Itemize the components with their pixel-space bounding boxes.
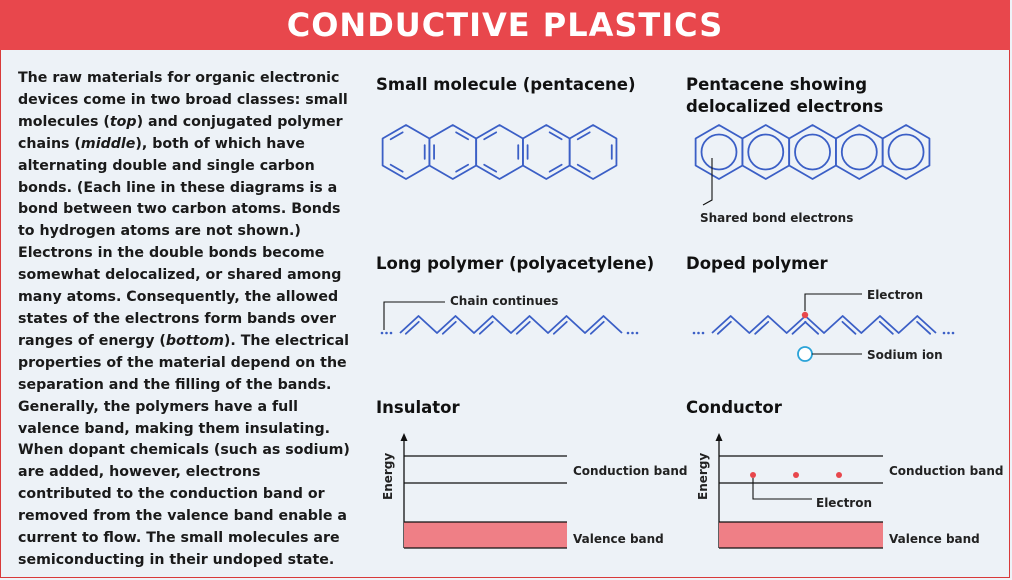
doped-left-continuation-dot-1: [692, 331, 696, 335]
page-title: CONDUCTIVE PLASTICS: [286, 6, 724, 44]
pentacene-ring-5: [568, 124, 618, 180]
polyacetylene-double-bond-11: [589, 320, 605, 335]
conductor-title: Conductor: [686, 398, 782, 417]
doped-right-continuation-dot-3: [951, 331, 955, 335]
conductor-valence-band: [719, 522, 883, 548]
polyacetylene-double-bond-7: [515, 320, 531, 335]
polyacetylene-left-continuation-dot-2: [385, 331, 388, 335]
doped-polymer-backbone: [711, 315, 937, 334]
conductor-energy-axis-label: Energy: [696, 452, 710, 500]
sodium-ion-label: Sodium ion: [867, 348, 943, 362]
intro-text-part-1: The raw materials for organic electronic…: [18, 70, 348, 130]
chain-continues-label: Chain continues: [450, 294, 559, 308]
intro-emphasis-middle: middle: [80, 135, 136, 152]
delocalized-ring-5: [881, 124, 931, 180]
conductor-electron-2: [793, 472, 799, 478]
pentacene-double-bond-2-2: [455, 163, 470, 173]
title-banner: CONDUCTIVE PLASTICS: [0, 0, 1010, 50]
insulator-title: Insulator: [376, 398, 460, 417]
doped-polymer-double-bond-10: [878, 320, 894, 335]
chain-continues-leader: [383, 301, 445, 330]
delocalized-title-line1: Pentacene showing: [686, 75, 868, 94]
delocalized-title-line2: delocalized electrons: [686, 97, 884, 116]
conductor-electron-leader: [752, 478, 812, 500]
doped-left-continuation-dot-3: [701, 331, 705, 335]
pentacene-double-bond-3-1: [483, 131, 498, 141]
long-polymer-title: Long polymer (polyacetylene): [376, 254, 655, 273]
insulator-valence-band-label: Valence band: [573, 532, 664, 546]
doped-electron-dot: [801, 311, 809, 319]
delocalized-electron-circle-3: [794, 133, 831, 171]
pentacene-double-bond-4-3: [548, 131, 563, 141]
conductor-axis-arrowhead: [715, 433, 723, 441]
intro-text-part-2: ) and conjugated polymer chains (: [18, 113, 343, 152]
delocalized-electron-circle-4: [840, 133, 878, 171]
insulator-valence-band: [404, 522, 567, 548]
polyacetylene-right-continuation-dot-1: [626, 331, 630, 335]
doped-right-continuation-dot-1: [942, 331, 946, 335]
intro-text: The raw materials for organic electronic…: [18, 68, 358, 572]
conductor-electron-label: Electron: [816, 496, 873, 510]
pentacene-double-bond-5-1: [576, 131, 591, 141]
polyacetylene-backbone: [399, 315, 623, 334]
insulator-conduction-band-label: Conduction band: [573, 464, 688, 478]
intro-text-part-3: ), both of which have alternating double…: [18, 135, 342, 349]
intro-text-part-4: ). The electrical properties of the mate…: [18, 332, 350, 568]
doped-right-continuation-dot-2: [947, 331, 950, 335]
polyacetylene-double-bond-1: [404, 320, 420, 335]
polyacetylene-double-bond-5: [478, 320, 494, 335]
doped-polymer-double-bond-6: [804, 320, 820, 335]
doped-polymer-double-bond-3: [754, 320, 770, 335]
polyacetylene-left-continuation-dot-3: [389, 331, 393, 335]
polyacetylene-double-bond-3: [441, 320, 457, 335]
doped-polymer-double-bond-12: [916, 320, 932, 335]
shared-bond-electrons-label: Shared bond electrons: [700, 211, 854, 225]
pentacene-double-bond-2-3: [455, 131, 470, 141]
doped-left-continuation-dot-2: [697, 331, 700, 335]
pentacene-double-bond-4-2: [548, 163, 563, 173]
polyacetylene-right-continuation-dot-3: [635, 331, 639, 335]
shared-bond-electrons-leader: [702, 158, 713, 206]
pentacene-double-bond-1-2: [389, 163, 404, 173]
intro-emphasis-top: top: [109, 113, 137, 130]
conductor-valence-band-label: Valence band: [889, 532, 980, 546]
delocalized-electron-circle-2: [747, 133, 785, 171]
conductor-conduction-band-label: Conduction band: [889, 464, 1004, 478]
doped-polymer-double-bond-1: [716, 320, 732, 335]
pentacene-double-bond-5-2: [576, 163, 591, 173]
polyacetylene-left-continuation-dot-1: [380, 331, 384, 335]
small-molecule-title: Small molecule (pentacene): [376, 75, 636, 94]
conductor-electron-3: [836, 472, 842, 478]
conductor-electron-1: [750, 472, 756, 478]
doped-polymer-double-bond-5: [791, 320, 807, 335]
doped-electron-label: Electron: [867, 288, 924, 302]
delocalized-electron-circle-1: [700, 133, 738, 171]
doped-electron-leader: [804, 293, 862, 311]
polyacetylene-double-bond-9: [552, 320, 568, 335]
polyacetylene-right-continuation-dot-2: [631, 331, 634, 335]
doped-polymer-double-bond-8: [841, 320, 857, 335]
intro-emphasis-bottom: bottom: [165, 332, 224, 349]
doped-polymer-title: Doped polymer: [686, 254, 828, 273]
pentacene-double-bond-3-2: [483, 163, 498, 173]
insulator-axis-arrowhead: [400, 433, 408, 441]
delocalized-electron-circle-5: [887, 133, 925, 171]
pentacene-double-bond-1-1: [389, 131, 404, 141]
